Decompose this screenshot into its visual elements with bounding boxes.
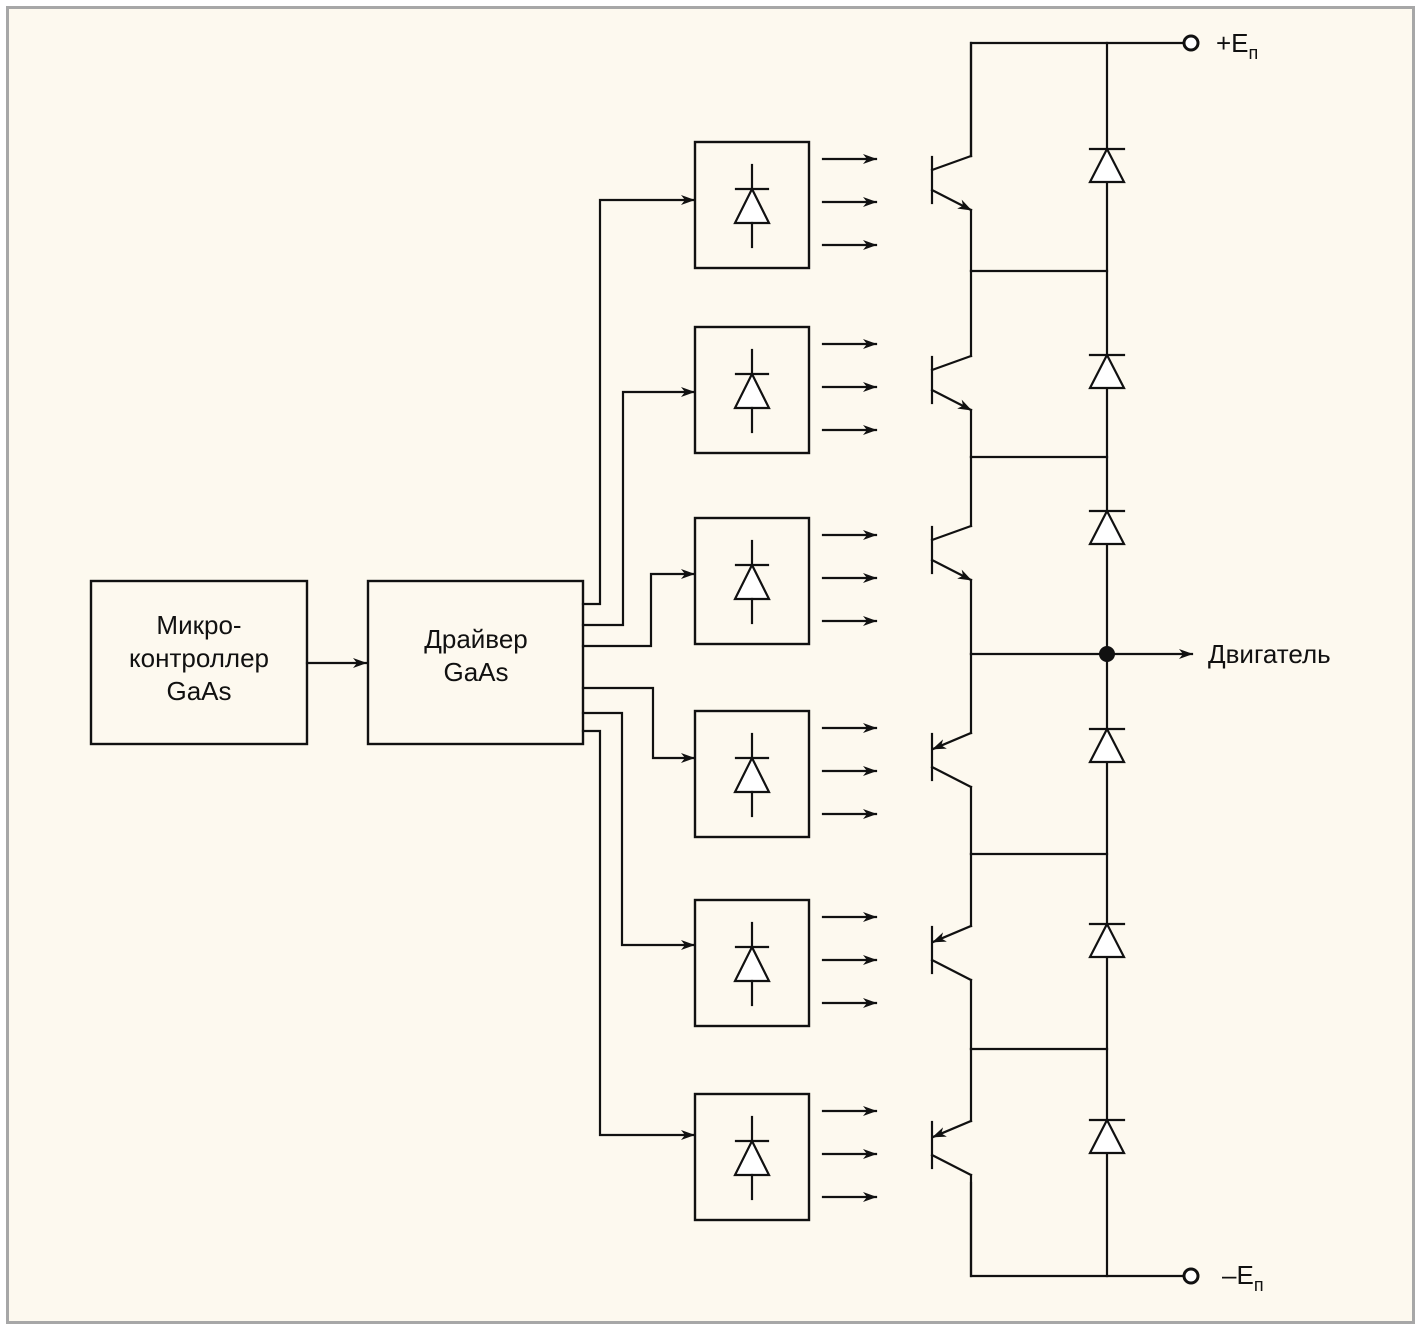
freewheel-diode-icon-5	[1088, 921, 1126, 959]
motor-output-label: Двигатель	[1208, 639, 1331, 669]
microcontroller-label-line-3: GaAs	[166, 676, 231, 706]
photodiode-icon	[733, 163, 771, 249]
transistor-emitter	[931, 731, 973, 751]
pnp-transistor-icon-4	[930, 652, 973, 856]
microcontroller-block: Микро- контроллер GaAs	[89, 579, 309, 746]
optocoupler-2	[581, 325, 878, 627]
freewheel-diode-icon-1	[1088, 146, 1126, 184]
positive-supply-label: +Eп	[1216, 28, 1258, 63]
diode-triangle	[733, 755, 771, 794]
npn-transistor-icon-2	[930, 269, 973, 459]
transistor-collector	[930, 1153, 973, 1177]
negative-terminal-icon	[1182, 1267, 1200, 1285]
npn-transistor-icon-3	[930, 455, 973, 656]
diode-triangle	[733, 186, 771, 225]
freewheel-diode-icon-6	[1088, 1117, 1126, 1155]
npn-transistor-icon-1	[930, 41, 973, 273]
negative-supply-prefix: –E	[1222, 1260, 1254, 1290]
transistor-emitter	[930, 388, 973, 412]
microcontroller-label-line-2: контроллер	[129, 643, 269, 673]
diagram-frame	[6, 6, 1415, 1324]
freewheel-diode-icon-2	[1088, 352, 1126, 390]
diode-triangle	[1088, 352, 1126, 390]
negative-rail	[969, 1181, 1186, 1278]
driver-output-line-3	[581, 569, 696, 648]
optocoupler-box	[693, 325, 811, 455]
optocoupler-box	[693, 140, 811, 270]
power-stage	[930, 34, 1200, 1285]
transistor-collector	[930, 524, 973, 542]
junction-dot	[1099, 646, 1115, 662]
transistor-emitter	[931, 1119, 973, 1139]
driver-label-line-2: GaAs	[443, 657, 508, 687]
optocoupler-4	[581, 686, 878, 839]
freewheel-diode-icon-4	[1088, 726, 1126, 764]
optocoupler-1	[581, 140, 878, 606]
driver-output-line-1	[581, 195, 696, 606]
diode-triangle	[733, 944, 771, 983]
photodiode-icon	[733, 539, 771, 625]
driver-label-line-1: Драйвер	[424, 624, 528, 654]
diode-triangle	[1088, 1117, 1126, 1155]
transistor-collector	[930, 765, 973, 789]
transistor-collector	[930, 154, 973, 172]
diode-triangle	[733, 1138, 771, 1177]
optocoupler-box	[693, 898, 811, 1028]
circuit-generated	[581, 34, 1200, 1285]
driver-output-line-2	[581, 387, 696, 627]
pnp-transistor-icon-6	[930, 1047, 973, 1278]
freewheel-diode-icon-3	[1088, 508, 1126, 546]
photodiode-icon	[733, 732, 771, 818]
driver-output-line-5	[581, 711, 696, 950]
pnp-transistor-icon-5	[930, 852, 973, 1051]
positive-rail	[969, 41, 1186, 158]
diode-triangle	[1088, 508, 1126, 546]
diode-triangle	[1088, 921, 1126, 959]
transistor-collector	[930, 354, 973, 372]
optocoupler-5	[581, 711, 878, 1028]
positive-supply-subscript: п	[1249, 43, 1259, 63]
diode-triangle	[733, 371, 771, 410]
positive-supply-prefix: +E	[1216, 28, 1249, 58]
driver-output-line-6	[581, 729, 696, 1140]
positive-terminal-icon	[1182, 34, 1200, 52]
negative-supply-label: –Eп	[1222, 1260, 1264, 1295]
transistor-emitter	[930, 188, 973, 212]
optocoupler-box	[693, 709, 811, 839]
diode-triangle	[1088, 146, 1126, 184]
optocoupler-box	[693, 1092, 811, 1222]
driver-output-line-4	[581, 686, 696, 763]
photodiode-icon	[733, 1115, 771, 1201]
driver-box	[366, 579, 585, 746]
photodiode-icon	[733, 348, 771, 434]
transistor-collector	[930, 958, 973, 982]
transistor-emitter	[931, 924, 973, 944]
diode-triangle	[733, 562, 771, 601]
optocoupler-3	[581, 516, 878, 648]
negative-supply-subscript: п	[1254, 1275, 1264, 1295]
optocoupler-6	[581, 729, 878, 1222]
microcontroller-label-line-1: Микро-	[156, 610, 241, 640]
driver-block: Драйвер GaAs	[366, 579, 585, 746]
transistor-emitter	[930, 558, 973, 582]
photodiode-icon	[733, 921, 771, 1007]
diode-triangle	[1088, 726, 1126, 764]
optocoupler-box	[693, 516, 811, 646]
